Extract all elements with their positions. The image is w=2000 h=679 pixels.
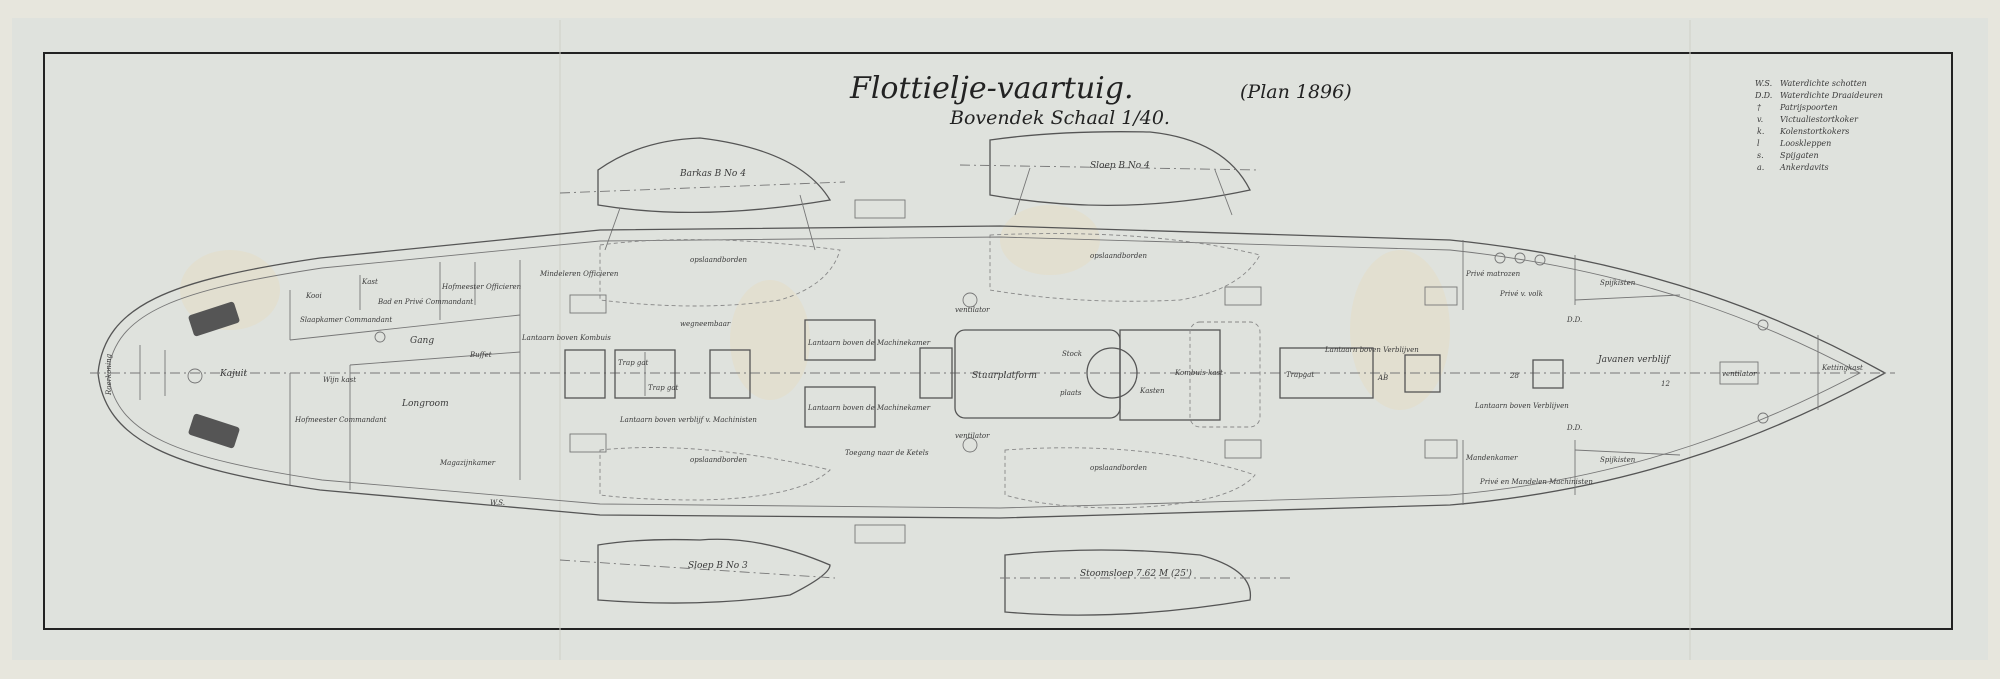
room-label: Privé v. volk [1499, 290, 1543, 298]
room-label: Buffet [469, 351, 492, 359]
room-label: Bad en Privé Commandant [377, 298, 473, 306]
room-label: Kast [361, 278, 378, 286]
svg-text:v.: v. [1757, 115, 1763, 124]
plan-subtitle: Bovendek Schaal 1/40. [949, 107, 1170, 129]
label: opslaandborden [690, 456, 748, 464]
svg-text:Kolenstortkokers: Kolenstortkokers [1779, 127, 1849, 136]
hatches [564, 292, 1769, 453]
room-label: Javanen verblijf [1596, 355, 1671, 365]
hatch-label: Trap gat [618, 359, 649, 367]
label: Stock [1062, 350, 1082, 358]
room-label: Privé matrozen [1465, 270, 1521, 278]
room-label: Spijkisten [1600, 279, 1636, 287]
mark: AB [1377, 374, 1388, 382]
boat-label: Stoomsloep 7.62 M (25') [1080, 568, 1192, 579]
stairs [569, 199, 1458, 544]
mark: 12 [1661, 380, 1670, 388]
svg-text:D.D.: D.D. [1754, 91, 1772, 100]
boat-label: Sloep B No 4 [1090, 161, 1150, 171]
svg-text:Looskleppen: Looskleppen [1779, 139, 1831, 148]
label: ventilator [955, 306, 990, 314]
boat-top-right: Sloep B No 4 [959, 131, 1261, 216]
mark: D.D. [1566, 316, 1582, 324]
boat-bottom-right: Stoomsloep 7.62 M (25') [1000, 549, 1290, 616]
label: ventilator [955, 432, 990, 440]
room-label: Magazijnkamer [439, 459, 496, 467]
svg-text:k.: k. [1757, 127, 1764, 136]
svg-text:Ankerdavits: Ankerdavits [1779, 163, 1829, 172]
plan-title: Flottielje-vaartuig. [849, 71, 1134, 106]
svg-text:s.: s. [1757, 151, 1764, 160]
hatch-label: Trap gat [648, 384, 679, 392]
svg-text:†: † [1757, 103, 1762, 112]
svg-text:W.S.: W.S. [1755, 79, 1772, 88]
svg-text:Waterdichte Draaideuren: Waterdichte Draaideuren [1780, 91, 1883, 100]
room-label: Longroom [401, 399, 449, 409]
paper [12, 18, 1988, 660]
room-label: Mandenkamer [1465, 454, 1518, 462]
deck-boat-outline [599, 447, 831, 501]
label: Kettingkast [1821, 364, 1863, 372]
room-label: Kajuit [219, 369, 248, 379]
room-label: Privé en Mandelen Machinisten [1479, 478, 1593, 486]
svg-text:Patrijspoorten: Patrijspoorten [1779, 103, 1838, 112]
label: plaats [1060, 389, 1082, 397]
boat-label: Sloep B No 3 [688, 561, 748, 571]
label: opslaandborden [690, 256, 748, 264]
plan-year: (Plan 1896) [1240, 81, 1352, 103]
hatch-label: Lantaarn boven de Machinekamer [807, 404, 931, 412]
svg-text:l: l [1757, 139, 1760, 148]
hatch-label: Stuurplatform [972, 371, 1037, 381]
legend: W.S. Waterdichte schotten D.D. Waterdichte… [1754, 79, 1883, 172]
mark: 28 [1509, 372, 1519, 380]
hatch-label: Toegang naar de Ketels [845, 449, 929, 457]
hatch-label: Lantaarn boven Verblijven [1324, 346, 1419, 354]
svg-text:Spijgaten: Spijgaten [1780, 151, 1819, 160]
hatch-label: Trapgat [1286, 371, 1314, 379]
deck-boat-outline [989, 233, 1261, 302]
drawing-border [43, 52, 1953, 630]
svg-text:Victualiestortkoker: Victualiestortkoker [1780, 115, 1859, 124]
label: opslaandborden [1090, 464, 1148, 472]
label: Kombuis-kast [1174, 369, 1223, 377]
room-label: Gang [410, 336, 434, 346]
label: opslaandborden [1090, 252, 1148, 260]
room-label: Spijkisten [1600, 456, 1636, 464]
svg-text:a.: a. [1757, 163, 1764, 172]
boat-bottom-left: Sloep B No 3 [559, 538, 836, 604]
hatch-label: Lantaarn boven de Machinekamer [807, 339, 931, 347]
boat-top-left: Barkas B No 4 [559, 137, 846, 251]
stern-compartments [139, 260, 521, 490]
hatch-label: Lantaarn boven Verblijven [1474, 402, 1569, 410]
boat-label: Barkas B No 4 [679, 169, 746, 179]
room-label: Slaapkamer Commandant [300, 316, 392, 324]
mark: W.S. [490, 499, 505, 507]
hatch-label: Lantaarn boven verblijf v. Machinisten [619, 416, 757, 424]
mark: D.D. [1566, 424, 1582, 432]
room-label: Mindeleren Officieren [539, 270, 619, 278]
deck-boat-outline [599, 239, 841, 307]
room-label: Wijn kast [323, 376, 356, 384]
svg-text:Waterdichte schotten: Waterdichte schotten [1780, 79, 1867, 88]
fore-compartments [1462, 240, 1819, 505]
room-label: Kooi [305, 292, 322, 300]
room-label: Hofmeester Commandant [294, 416, 387, 424]
hatch-label: Lantaarn boven Kombuis [521, 334, 611, 342]
room-label: Hofmeester Officieren [441, 283, 522, 291]
label: ventilator [1722, 370, 1757, 378]
label: Kasten [1139, 387, 1165, 395]
label: wegneembaar [680, 320, 731, 328]
label: Roerkoning [105, 353, 113, 396]
